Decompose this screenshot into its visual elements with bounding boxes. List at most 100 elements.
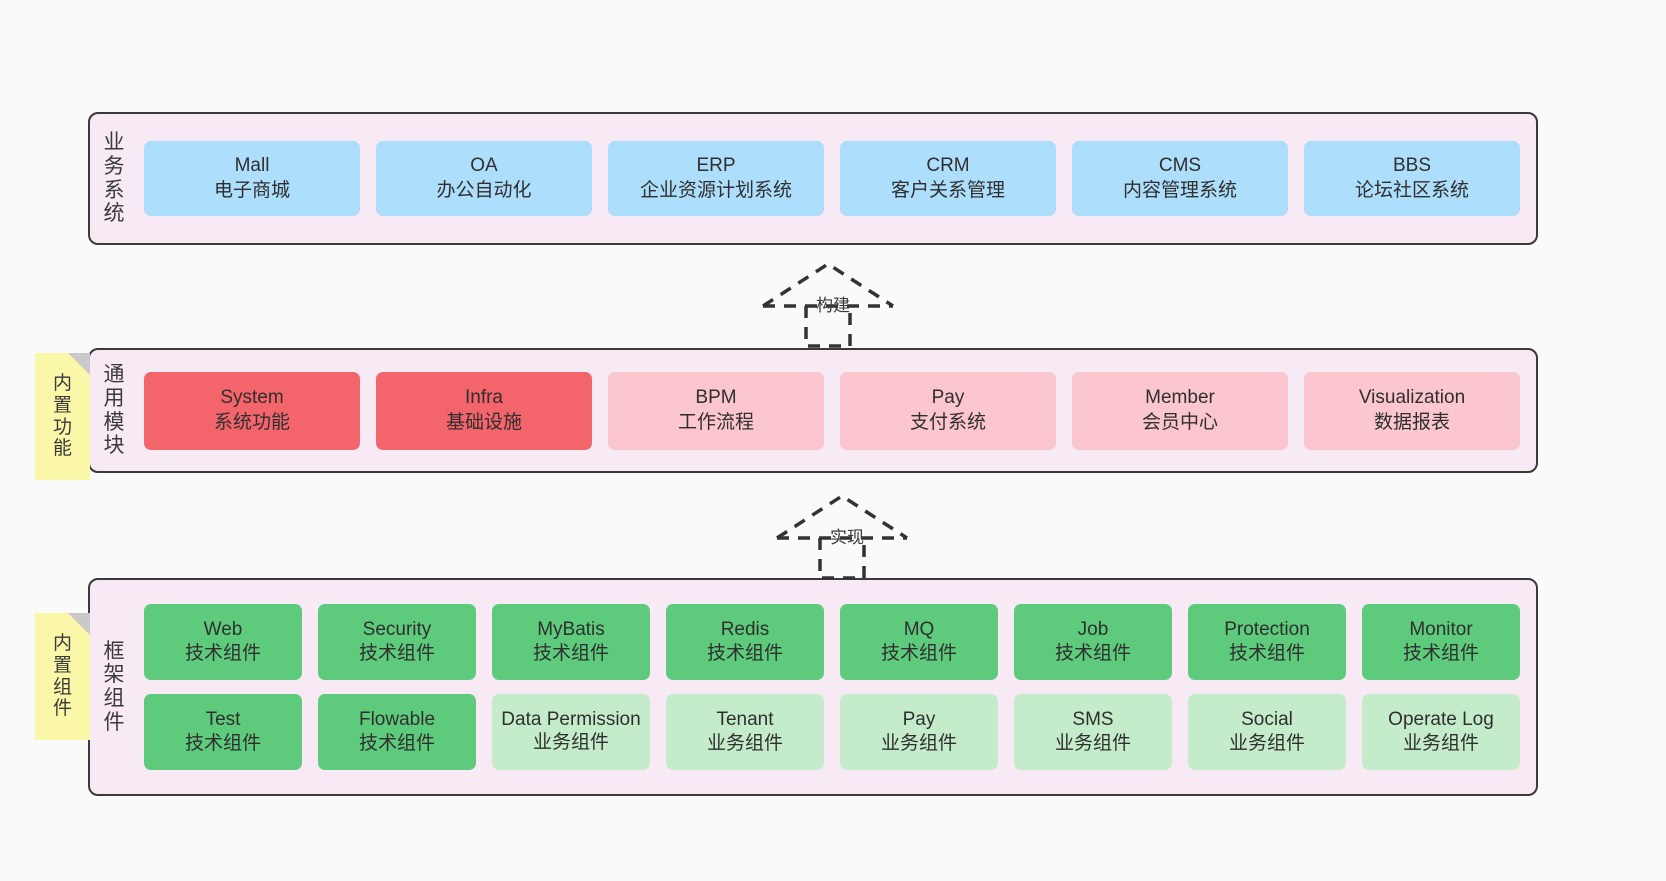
vertical-char: 置	[52, 654, 72, 676]
card-subtitle: 系统功能	[213, 411, 290, 433]
card-subtitle: 技术组件	[1402, 643, 1479, 664]
card-cms[interactable]: CMS 内容管理系统	[1072, 141, 1288, 216]
layer-framework-component[interactable]: 框架组件 Web 技术组件 Security 技术组件 MyBatis 技术组件…	[88, 578, 1538, 796]
card-security[interactable]: Security 技术组件	[318, 604, 476, 680]
arrow-implement-icon	[776, 493, 908, 580]
card-title: MQ	[903, 618, 935, 640]
card-title: Protection	[1224, 618, 1310, 640]
folded-corner-icon	[68, 353, 90, 375]
card-test[interactable]: Test 技术组件	[144, 694, 302, 770]
card-visualization[interactable]: Visualization 数据报表	[1304, 371, 1520, 450]
card-system[interactable]: System 系统功能	[144, 371, 360, 450]
card-protection[interactable]: Protection 技术组件	[1188, 604, 1346, 680]
card-sms[interactable]: SMS 业务组件	[1014, 694, 1172, 770]
card-subtitle: 技术组件	[880, 643, 957, 664]
card-redis[interactable]: Redis 技术组件	[666, 604, 824, 680]
card-bbs[interactable]: BBS 论坛社区系统	[1304, 141, 1520, 216]
vertical-char: 模	[103, 410, 125, 434]
card-social[interactable]: Social 业务组件	[1188, 694, 1346, 770]
card-title: Visualization	[1358, 387, 1466, 409]
card-subtitle: 客户关系管理	[890, 179, 1005, 201]
card-title: Infra	[464, 387, 504, 409]
layer-title-business-system: 业务系统	[90, 114, 138, 243]
card-member[interactable]: Member 会员中心	[1072, 371, 1288, 450]
card-crm[interactable]: CRM 客户关系管理	[840, 141, 1056, 216]
card-oa[interactable]: OA 办公自动化	[376, 141, 592, 216]
card-title: Redis	[720, 618, 770, 640]
vertical-text: 业务系统	[104, 131, 125, 225]
card-subtitle: 技术组件	[706, 643, 783, 664]
card-row: Web 技术组件 Security 技术组件 MyBatis 技术组件 Redi…	[144, 604, 1520, 680]
arrow-implement: 实现	[772, 490, 912, 580]
card-title: Web	[203, 618, 243, 640]
card-subtitle: 技术组件	[184, 733, 261, 754]
card-data-permission[interactable]: Data Permission 业务组件	[492, 694, 650, 770]
folded-corner-icon	[68, 613, 90, 635]
layer-title-framework-component: 框架组件	[90, 580, 138, 794]
card-title: SMS	[1072, 708, 1114, 730]
card-tenant[interactable]: Tenant 业务组件	[666, 694, 824, 770]
card-erp[interactable]: ERP 企业资源计划系统	[608, 141, 824, 216]
card-subtitle: 技术组件	[1228, 643, 1305, 664]
vertical-char: 件	[103, 710, 125, 734]
card-subtitle: 业务组件	[1054, 733, 1131, 754]
card-row: System 系统功能 Infra 基础设施 BPM 工作流程 Pay 支付系统…	[144, 371, 1520, 450]
layer-body-common-module: System 系统功能 Infra 基础设施 BPM 工作流程 Pay 支付系统…	[138, 350, 1536, 471]
vertical-char: 务	[103, 154, 125, 178]
vertical-char: 框	[103, 639, 125, 663]
card-mybatis[interactable]: MyBatis 技术组件	[492, 604, 650, 680]
card-subtitle: 业务组件	[706, 733, 783, 754]
card-web[interactable]: Web 技术组件	[144, 604, 302, 680]
card-subtitle: 论坛社区系统	[1354, 179, 1469, 201]
sticky-note-builtin-component: 内置组件	[35, 613, 90, 740]
card-bpm[interactable]: BPM 工作流程	[608, 371, 824, 450]
layer-common-module[interactable]: 通用模块 System 系统功能 Infra 基础设施 BPM 工作流程 Pay	[88, 348, 1538, 473]
card-title: MyBatis	[537, 618, 605, 640]
card-infra[interactable]: Infra 基础设施	[376, 371, 592, 450]
card-subtitle: 企业资源计划系统	[639, 179, 792, 201]
card-subtitle: 基础设施	[445, 411, 522, 433]
card-flowable[interactable]: Flowable 技术组件	[318, 694, 476, 770]
card-mall[interactable]: Mall 电子商城	[144, 141, 360, 216]
card-subtitle: 内容管理系统	[1122, 179, 1237, 201]
vertical-char: 组	[103, 687, 125, 710]
card-subtitle: 技术组件	[532, 643, 609, 664]
card-subtitle: 业务组件	[1402, 733, 1479, 754]
layer-body-framework-component: Web 技术组件 Security 技术组件 MyBatis 技术组件 Redi…	[138, 580, 1536, 794]
vertical-char: 功	[52, 416, 72, 438]
vertical-text: 内置功能	[53, 373, 72, 460]
card-subtitle: 技术组件	[358, 643, 435, 664]
card-operate-log[interactable]: Operate Log 业务组件	[1362, 694, 1520, 770]
vertical-text: 框架组件	[104, 640, 125, 734]
layer-title-common-module: 通用模块	[90, 350, 138, 471]
card-title: Flowable	[358, 708, 436, 730]
card-title: Data Permission	[501, 708, 641, 730]
layer-business-system[interactable]: 业务系统 Mall 电子商城 OA 办公自动化 ERP 企业资源计划系统 CRM	[88, 112, 1538, 245]
card-title: Pay	[902, 708, 936, 730]
vertical-char: 块	[103, 434, 125, 458]
card-job[interactable]: Job 技术组件	[1014, 604, 1172, 680]
arrow-build-label: 构建	[816, 296, 850, 315]
vertical-char: 业	[103, 131, 125, 155]
card-subtitle: 技术组件	[358, 733, 435, 754]
card-subtitle: 工作流程	[677, 411, 754, 433]
card-title: OA	[470, 155, 498, 177]
card-title: CRM	[926, 155, 970, 177]
card-subtitle: 数据报表	[1373, 411, 1450, 433]
card-title: BPM	[695, 387, 737, 409]
card-mq[interactable]: MQ 技术组件	[840, 604, 998, 680]
vertical-char: 组	[52, 676, 72, 698]
vertical-char: 系	[103, 178, 125, 202]
card-monitor[interactable]: Monitor 技术组件	[1362, 604, 1520, 680]
arrow-implement-label: 实现	[830, 528, 864, 547]
card-pay[interactable]: Pay 支付系统	[840, 371, 1056, 450]
card-title: Operate Log	[1388, 708, 1494, 730]
card-pay-business[interactable]: Pay 业务组件	[840, 694, 998, 770]
card-title: Security	[362, 618, 432, 640]
card-subtitle: 业务组件	[1228, 733, 1305, 754]
vertical-char: 能	[52, 438, 72, 460]
vertical-char: 内	[52, 373, 72, 395]
card-title: Member	[1145, 387, 1215, 409]
vertical-char: 统	[103, 202, 125, 226]
